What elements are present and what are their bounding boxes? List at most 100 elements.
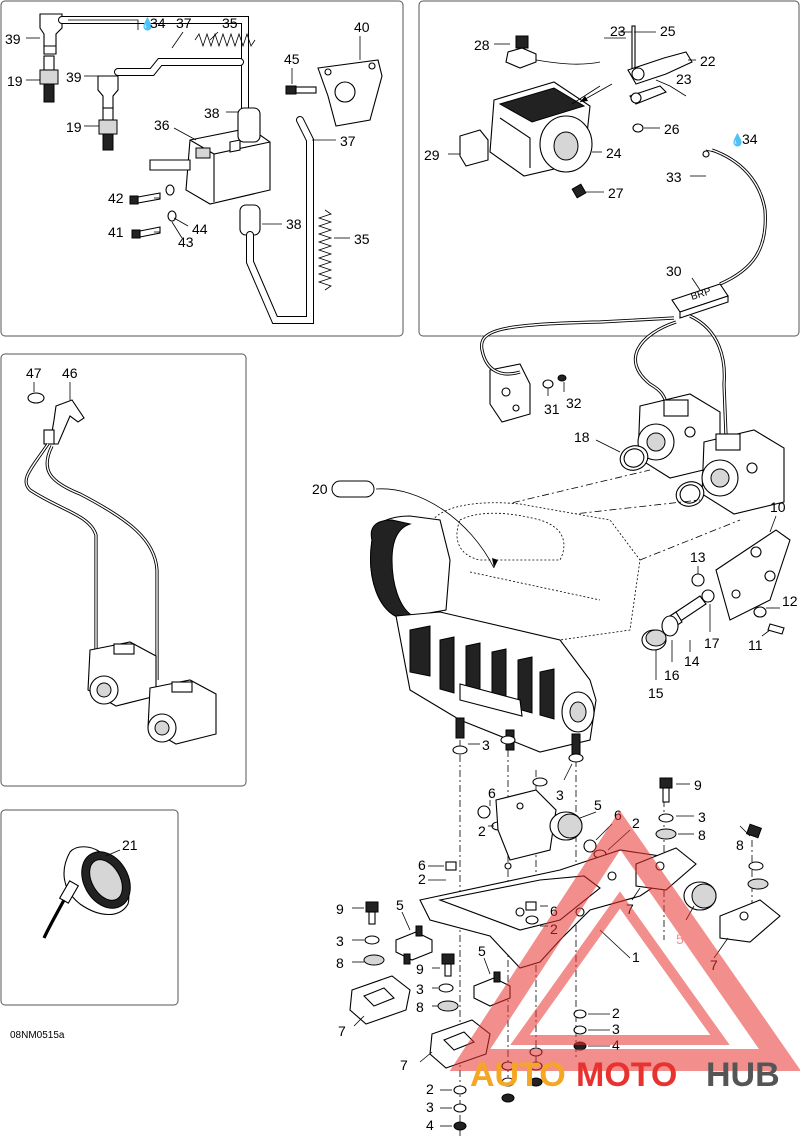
carburetor-left — [637, 393, 721, 479]
throttle-body-24 — [489, 81, 593, 177]
callout-12: 12 — [782, 593, 798, 609]
lever-23 — [629, 85, 667, 105]
rubber-15 — [641, 629, 667, 651]
washer-8b — [747, 878, 769, 890]
rubber-mount-5c — [395, 925, 433, 965]
washer-8c — [363, 954, 385, 966]
bracket-31 — [489, 363, 531, 423]
drawing-code: 08NM0515a — [10, 1030, 65, 1041]
callout-14: 14 — [684, 653, 700, 669]
washer-3k — [501, 1077, 515, 1087]
callout-21: 21 — [122, 837, 138, 853]
nut-13 — [691, 573, 705, 587]
bolt-9c — [365, 901, 379, 925]
bolt-9b — [746, 823, 762, 839]
callout-2c: 2 — [418, 871, 426, 887]
washer-2d — [573, 1009, 587, 1019]
panel-frame — [0, 353, 247, 787]
nut-32 — [557, 374, 567, 382]
callout-7c: 7 — [338, 1023, 346, 1039]
washer-3f — [748, 861, 764, 871]
washer-17 — [701, 589, 715, 603]
washer-3b — [500, 735, 516, 745]
callout-38a: 38 — [204, 105, 220, 121]
spring-lower — [317, 209, 333, 291]
nut-6a — [477, 805, 491, 819]
watermark-moto: MOTO — [576, 1056, 677, 1094]
callout-26: 26 — [664, 121, 680, 137]
callout-39a: 39 — [5, 31, 21, 47]
engine-block — [370, 502, 641, 755]
callout-13: 13 — [690, 549, 706, 565]
callout-34b: 34 — [742, 131, 758, 147]
fitting-46 — [43, 399, 85, 445]
callout-31: 31 — [544, 401, 560, 417]
clamp-18a — [619, 445, 649, 471]
coil-bracket — [317, 59, 383, 127]
screw-11 — [767, 623, 785, 635]
nut-4d — [453, 1121, 467, 1131]
callout-5a: 5 — [594, 797, 602, 813]
washer-43 — [165, 184, 175, 196]
callout-3g: 3 — [426, 1099, 434, 1115]
callout-37b: 37 — [340, 133, 356, 149]
callout-18: 18 — [574, 429, 590, 445]
washer-3l — [453, 1103, 467, 1113]
washer-3i — [573, 1025, 587, 1035]
carburetor-right — [701, 429, 785, 515]
watermark-triangle-icon — [449, 810, 800, 1071]
callout-2e: 2 — [612, 1005, 620, 1021]
callout-39b: 39 — [66, 69, 82, 85]
bracket-10 — [715, 529, 791, 621]
bolt-9a — [659, 777, 673, 803]
callout-9a: 9 — [694, 777, 702, 793]
callout-4b: 4 — [426, 1117, 434, 1133]
callout-44: 44 — [192, 221, 208, 237]
panel-frame — [418, 0, 800, 337]
carburetor-mini-right — [147, 679, 217, 745]
washer-3g — [364, 935, 380, 945]
watermark-auto: AUTO — [470, 1056, 566, 1094]
spacer-16 — [661, 615, 679, 637]
engine-bracket-upper — [495, 789, 557, 861]
washer-3h — [438, 983, 454, 993]
panel-frame — [0, 0, 404, 337]
callout-34a: 34 — [150, 15, 166, 31]
callout-16: 16 — [664, 667, 680, 683]
callout-6d: 6 — [550, 903, 558, 919]
washer-8d — [437, 1000, 459, 1012]
callout-38b: 38 — [286, 216, 302, 232]
primer-bulb-21 — [42, 846, 131, 939]
callout-10: 10 — [770, 499, 786, 515]
callout-35b: 35 — [354, 231, 370, 247]
cable-splitter-30: BRP — [671, 283, 729, 319]
callout-46: 46 — [62, 365, 78, 381]
callout-24: 24 — [606, 145, 622, 161]
callout-23a: 23 — [610, 23, 626, 39]
callout-2f: 2 — [426, 1081, 434, 1097]
spark-plug-cap-lower — [97, 75, 119, 109]
spark-plug-upper — [39, 55, 59, 103]
callout-23b: 23 — [676, 71, 692, 87]
callout-43: 43 — [178, 234, 194, 250]
callout-8d: 8 — [736, 837, 744, 853]
callout-15: 15 — [648, 685, 664, 701]
callout-35a: 35 — [222, 15, 238, 31]
callout-3a: 3 — [482, 737, 490, 753]
oil-line-panel: 47 46 — [0, 353, 247, 787]
washer-26 — [632, 123, 644, 133]
callout-33: 33 — [666, 169, 682, 185]
callout-27: 27 — [608, 185, 624, 201]
callout-25: 25 — [660, 23, 676, 39]
callout-8c: 8 — [416, 999, 424, 1015]
callout-5c: 5 — [478, 943, 486, 959]
nut-6b — [583, 839, 597, 853]
callout-5b: 5 — [396, 897, 404, 913]
callout-40: 40 — [354, 19, 370, 35]
spark-plug-lower — [98, 107, 118, 151]
callout-8a: 8 — [698, 827, 706, 843]
watermark-hub: HUB — [706, 1056, 780, 1094]
callout-11: 11 — [748, 637, 763, 653]
callout-20-group: 20 — [312, 480, 498, 569]
